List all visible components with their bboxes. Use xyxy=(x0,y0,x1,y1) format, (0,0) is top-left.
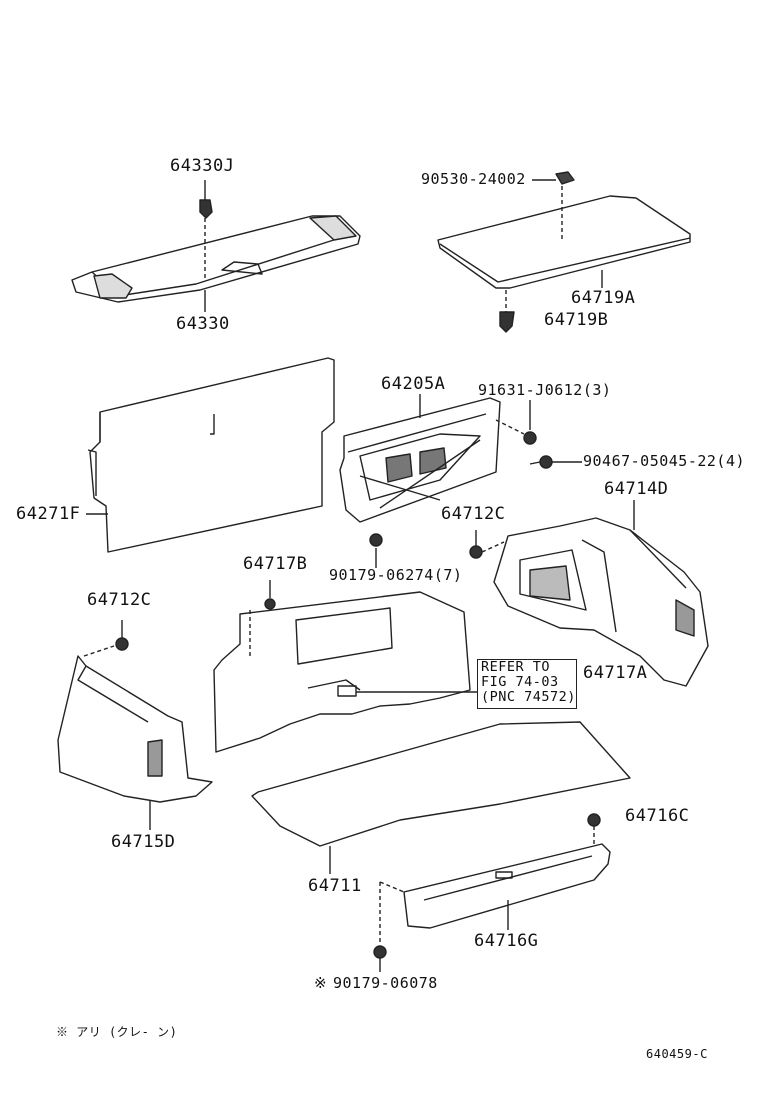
label-64712c-left: 64712C xyxy=(87,590,152,610)
label-64716c: 64716C xyxy=(625,806,690,826)
label-64205a: 64205A xyxy=(381,374,446,394)
bolt-91631-part xyxy=(523,431,537,445)
label-64714d: 64714D xyxy=(604,479,669,499)
trim-64714d-part xyxy=(493,517,709,687)
label-64712c-right: 64712C xyxy=(441,504,506,524)
figure-code: 640459-C xyxy=(646,1047,708,1061)
package-tray-trim-part xyxy=(71,215,361,303)
reference-box: REFER TO FIG 74-03 (PNC 74572) xyxy=(477,659,577,709)
trim-64716g-part xyxy=(403,843,611,929)
reference-line-1: REFER TO xyxy=(481,659,551,675)
clip-90179-06274-part xyxy=(369,533,383,547)
bracket-64205a-part xyxy=(339,397,501,523)
cover-64719a-part xyxy=(437,195,691,289)
label-64719b: 64719B xyxy=(544,310,609,330)
reference-line-3: (PNC 74572) xyxy=(481,689,576,705)
label-90530-24002: 90530-24002 xyxy=(421,170,526,188)
clip-90179-06078-part xyxy=(373,945,387,959)
label-64715d: 64715D xyxy=(111,832,176,852)
label-64719a: 64719A xyxy=(571,288,636,308)
label-90179-06274: 90179-06274(7) xyxy=(329,566,463,584)
label-64717b: 64717B xyxy=(243,554,308,574)
panel-64271f-part xyxy=(87,357,335,553)
reference-line-2: FIG 74-03 xyxy=(481,674,559,690)
clip-64330j-part xyxy=(199,199,213,219)
label-91631-j0612: 91631-J0612(3) xyxy=(478,381,612,399)
bolt-90467-part xyxy=(529,455,553,469)
label-64717a: 64717A xyxy=(583,663,648,683)
trim-64715d-part xyxy=(57,655,213,803)
footnote: ※ アリ (クレ- ン) xyxy=(56,1025,178,1039)
clip-64717b-part xyxy=(264,598,276,610)
cap-90530-part xyxy=(555,171,575,185)
clip-64716c-part xyxy=(587,813,601,827)
label-64716g: 64716G xyxy=(474,931,539,951)
label-64711: 64711 xyxy=(308,876,362,896)
clip-64719b-part xyxy=(499,311,515,333)
panel-side-part xyxy=(213,591,471,753)
label-64330: 64330 xyxy=(176,314,230,334)
clip-64712c-left-part xyxy=(115,637,129,651)
mark-symbol: ※ xyxy=(314,974,328,992)
label-64330j: 64330J xyxy=(170,156,235,176)
label-90179-06078: 90179-06078 xyxy=(333,974,438,992)
label-90467-05045-22: 90467-05045-22(4) xyxy=(583,452,746,470)
clip-64712c-right-part xyxy=(469,545,483,559)
label-64271f: 64271F xyxy=(16,504,81,524)
floor-mat-64711-part xyxy=(251,721,631,847)
